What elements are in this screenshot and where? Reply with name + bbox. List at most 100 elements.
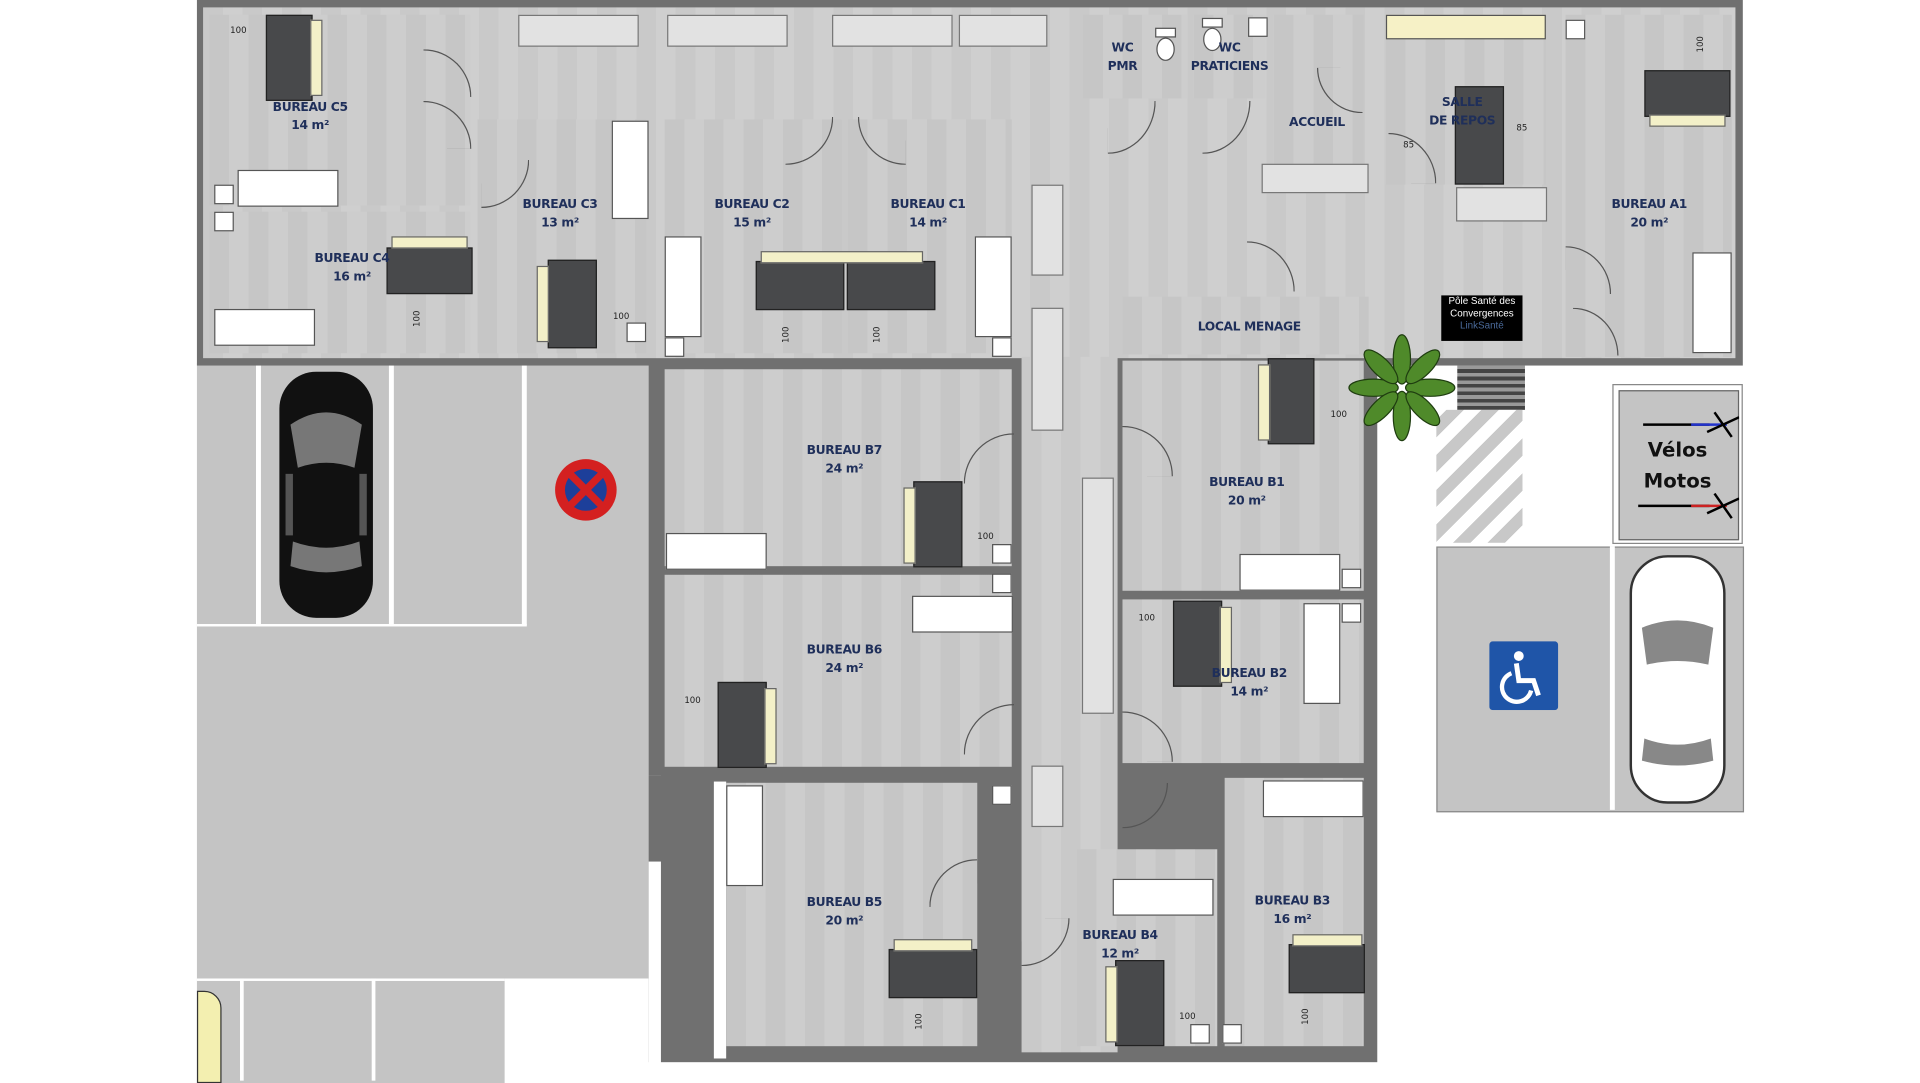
chairs	[536, 265, 549, 343]
parking-lot	[196, 363, 649, 979]
logo-text: Pôle Santé des	[1448, 295, 1516, 307]
chairs	[764, 688, 777, 765]
parking-line	[521, 363, 527, 626]
entrance-stairs	[1457, 365, 1525, 410]
cabinet	[1031, 184, 1064, 276]
parking-line	[388, 363, 394, 626]
chairs	[1292, 934, 1363, 947]
cabinet	[518, 14, 639, 47]
desk	[1267, 358, 1315, 445]
dimension-label: 85	[1403, 140, 1415, 151]
room-bureau-b3	[1224, 777, 1364, 1047]
dimension-label: 100	[612, 311, 630, 322]
chairs	[1257, 364, 1271, 441]
dimension-label: 100	[1138, 612, 1155, 623]
room-label-local-menage: LOCAL MENAGE	[1197, 320, 1301, 335]
chairs	[391, 236, 468, 249]
desk	[717, 681, 767, 769]
wheelchair-accessible-icon	[1489, 641, 1559, 711]
chairs	[760, 251, 924, 264]
sink	[992, 544, 1012, 564]
exam-bed	[974, 236, 1012, 338]
pedestrian-crossing	[1436, 409, 1523, 543]
table	[1454, 86, 1505, 185]
room-bureau-b5	[726, 782, 978, 1047]
exam-bed	[1303, 603, 1341, 705]
toilet-icon	[1201, 17, 1223, 52]
logo-text: Convergences	[1450, 307, 1514, 319]
sink	[1565, 19, 1586, 40]
desk	[888, 948, 978, 999]
chairs	[893, 939, 973, 952]
cabinet	[1456, 187, 1548, 222]
no-parking-sign-icon	[555, 459, 617, 521]
sink	[214, 184, 234, 205]
car-icon	[279, 371, 373, 618]
dimension-label: 100	[411, 310, 422, 328]
exam-bed	[664, 236, 702, 338]
chairs	[903, 487, 916, 564]
desk	[755, 260, 845, 311]
exam-bed	[665, 532, 767, 570]
dimension-label: 100	[684, 695, 701, 706]
desk	[1288, 944, 1365, 994]
exam-bed	[1112, 878, 1214, 916]
parking-line	[1609, 546, 1615, 810]
cabinet	[667, 14, 788, 47]
sink	[992, 785, 1012, 805]
bike-parking-area: Vélos Motos	[1612, 384, 1743, 545]
room-local-menage	[1122, 296, 1369, 355]
exam-bed	[611, 120, 649, 220]
room-accueil	[1273, 14, 1364, 185]
exam-bed	[1239, 553, 1341, 591]
chairs	[1649, 114, 1726, 127]
exam-bed	[912, 595, 1013, 633]
desk	[386, 247, 473, 295]
desk	[265, 14, 313, 101]
dimension-label: 100	[1695, 36, 1706, 53]
chairs	[310, 19, 323, 97]
sink	[1341, 603, 1362, 623]
car-icon	[1629, 555, 1726, 804]
bike-icon	[1643, 411, 1740, 438]
cabinet	[958, 14, 1048, 47]
dimension-label: 100	[1300, 1008, 1311, 1025]
sink	[214, 211, 234, 232]
bikes-label: Vélos	[1647, 438, 1708, 462]
exam-bed	[726, 785, 764, 887]
parking-line	[371, 978, 376, 1081]
logo-sign: Pôle Santé des Convergences LinkSanté	[1441, 295, 1523, 341]
sink	[1248, 17, 1268, 37]
cabinet	[1081, 477, 1114, 714]
reception-desk	[1261, 163, 1369, 194]
cabinet	[1031, 307, 1064, 431]
parking-line	[196, 624, 527, 627]
room-label-accueil: ACCUEIL	[1289, 116, 1345, 130]
sink	[992, 337, 1012, 357]
sink	[992, 573, 1012, 594]
desk	[547, 259, 597, 349]
sink	[626, 322, 647, 343]
moto-icon	[1638, 492, 1740, 519]
chairs	[1105, 966, 1118, 1043]
cabinet	[832, 14, 953, 47]
parking-line	[256, 363, 261, 626]
chairs	[1219, 606, 1233, 684]
desk	[913, 481, 963, 568]
dimension-label: 85	[1516, 123, 1528, 133]
dimension-label: 100	[872, 326, 883, 344]
exam-bed	[214, 308, 316, 346]
